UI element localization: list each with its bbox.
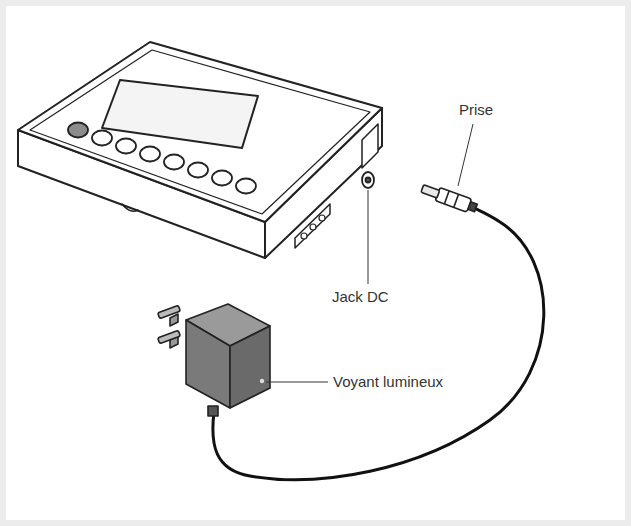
side-port-holes [301,215,325,239]
indicator-light [260,379,264,383]
device-body [18,42,382,258]
part-label: Prise [457,101,495,119]
part-label: Voyant lumineux [331,373,445,391]
device-buttons [68,123,256,194]
dc-plug [420,182,478,215]
part-label: Jack DC [330,288,391,306]
background-panel [6,6,625,520]
dc-jack [362,172,374,188]
leader-lines [266,124,473,382]
power-adapter [158,304,270,416]
power-cable [213,206,544,480]
